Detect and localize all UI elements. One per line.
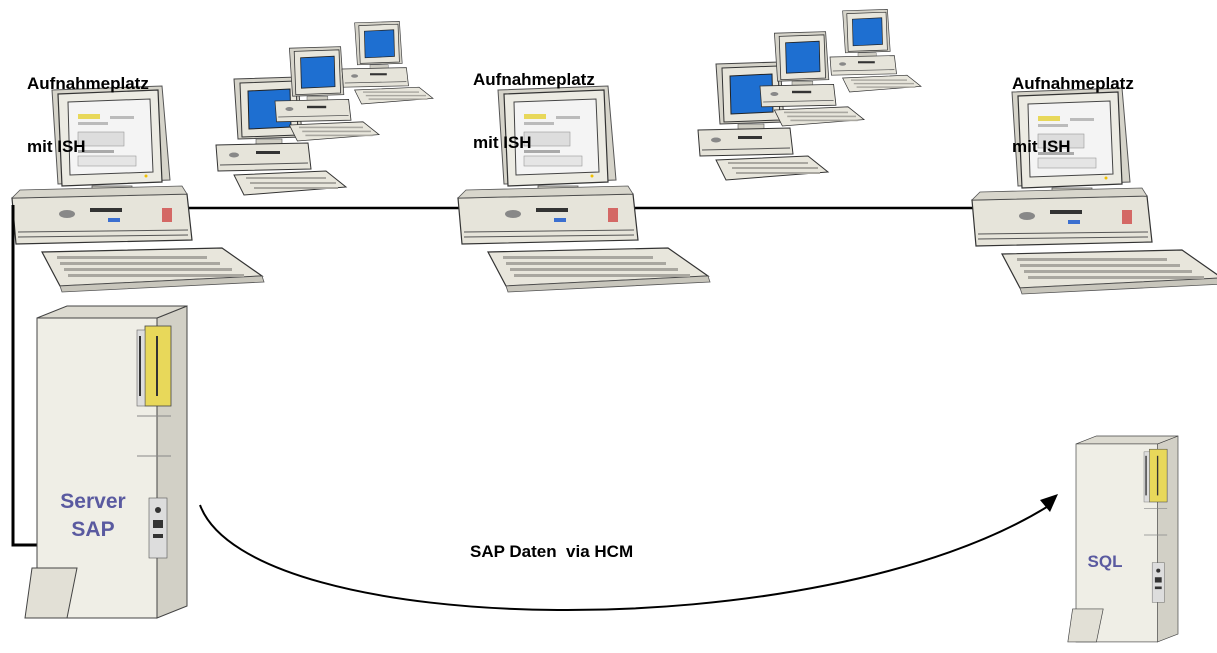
server-tower-icon [24,305,188,619]
server-sql-label: SQL [1087,552,1123,571]
station-label-line1: Aufnahmeplatz [473,70,595,89]
station-label: Aufnahmeplatz mit ISH [27,31,149,178]
server-sap-line2: SAP [71,518,115,541]
server-tower-icon [1067,435,1179,643]
station-label-line2: mit ISH [27,137,86,156]
server-sap-label: Server SAP [38,488,148,544]
workstation-icon [829,9,922,93]
station-label-line1: Aufnahmeplatz [27,74,149,93]
arrow-head-icon [1040,494,1058,512]
server-sap-line1: Server [60,490,126,513]
station-label: Aufnahmeplatz mit ISH [473,27,595,174]
station-label-line2: mit ISH [1012,137,1071,156]
station-label: Aufnahmeplatz mit ISH [1012,31,1134,178]
server-connector [11,205,40,547]
data-flow-label: SAP Daten via HCM [470,542,634,561]
workstation-icon [341,21,434,105]
station-label-line2: mit ISH [473,133,532,152]
station-label-line1: Aufnahmeplatz [1012,74,1134,93]
data-flow-arrow [199,504,1051,611]
